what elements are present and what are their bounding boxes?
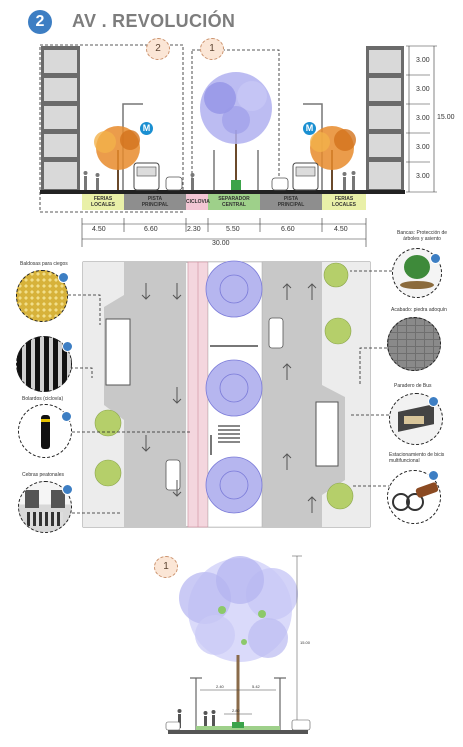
segment-label-separador: SEPARADOR CENTRAL	[218, 196, 250, 208]
width-label-2: 6.60	[144, 226, 158, 233]
elevation-dim-h2: 2.40	[216, 684, 224, 689]
width-label-4: 5.50	[226, 226, 240, 233]
label-bancas: Bancas: Protección de árboles y asiento	[396, 230, 448, 242]
plan-central-trees	[205, 260, 263, 514]
ground-line	[40, 190, 405, 194]
metro-logo-left: M	[140, 122, 153, 135]
marker-dot-paradero	[428, 396, 439, 407]
width-label-1: 4.50	[92, 226, 106, 233]
right-building	[366, 46, 404, 192]
elevation-car-right	[291, 719, 311, 731]
central-tree	[200, 72, 272, 190]
callout-1-elevation: 1	[154, 556, 178, 578]
plan-car-left	[165, 459, 181, 491]
marker-dot-baldosas	[58, 272, 69, 283]
plan-leader-lines	[63, 270, 392, 514]
callout-1: 1	[200, 38, 224, 60]
elevation-posts	[190, 677, 286, 730]
height-dimension	[406, 45, 437, 193]
band-ciclovia	[186, 194, 208, 210]
elevation-dim-h3: 2.80	[232, 708, 240, 713]
plan-direction-arrows	[141, 283, 317, 513]
segment-label-ferias-right: FERIAS LOCALES	[332, 196, 356, 208]
car-left	[165, 176, 183, 191]
band-pista-left	[124, 194, 186, 210]
band-pista-right	[260, 194, 322, 210]
elevation-car-left	[165, 721, 181, 731]
left-building	[41, 46, 80, 192]
label-acabado: Acabado: piedra adoquín	[391, 307, 447, 313]
street-plan-view	[63, 260, 392, 528]
marker-dot-bancas	[430, 253, 441, 264]
total-width-label: 30.00	[212, 240, 230, 247]
width-dimension	[81, 218, 367, 247]
width-label-3: 2.30	[187, 226, 201, 233]
car-right	[271, 177, 289, 191]
zone-frame-2	[39, 44, 184, 213]
elevation-dim-h1: 5.42	[252, 684, 260, 689]
width-label-6: 4.50	[334, 226, 348, 233]
height-label-2: 3.00	[416, 86, 430, 93]
bus-right	[292, 162, 319, 191]
elevation-dim-vertical: 15.00	[300, 640, 311, 645]
marker-dot-stripes	[62, 341, 73, 352]
plan-car-right	[268, 317, 284, 349]
bubble-tree-bench	[392, 248, 442, 298]
metro-logo-right: M	[303, 122, 316, 135]
marker-dot-crosswalk	[62, 484, 73, 495]
label-bolardos: Bolardos (ciclovía)	[22, 396, 64, 402]
elevation-dimensions	[200, 555, 302, 731]
segment-label-ferias-left: FERIAS LOCALES	[91, 196, 115, 208]
segment-label-pista-left: PISTA PRINCIPAL	[141, 196, 169, 208]
plan-crosswalk	[218, 425, 240, 443]
height-label-1: 3.00	[416, 57, 430, 64]
tree-icon	[404, 255, 430, 279]
elevation-canopy	[179, 556, 298, 662]
height-label-3: 3.00	[416, 115, 430, 122]
bus-left	[133, 162, 160, 191]
plan-bus-left	[105, 318, 131, 386]
label-paradero: Paradero de Bus	[394, 383, 432, 389]
segment-label-ciclovia: CICLOVIA	[186, 199, 210, 205]
ficus-tree-right	[310, 126, 356, 190]
label-cebras: Cebras peatonales	[22, 472, 64, 478]
plan-pista-right	[262, 262, 322, 527]
plan-benches	[210, 345, 258, 455]
page-title: AV . REVOLUCIÓN	[72, 11, 236, 31]
plan-sidewalk-trees	[94, 262, 354, 510]
bubble-stone-paving	[387, 317, 441, 371]
total-height-label: 15.00	[437, 114, 455, 121]
bollard-icon	[41, 415, 50, 449]
street-cross-section	[39, 44, 437, 247]
pedestrians	[83, 171, 356, 190]
label-baldosas: Baldosas para ciegos	[20, 261, 68, 267]
plan-bus-right	[315, 401, 339, 467]
band-ferias-right	[322, 194, 366, 210]
marker-dot-bollard	[61, 411, 72, 422]
width-label-5: 6.60	[281, 226, 295, 233]
tree-elevation	[165, 555, 311, 734]
marker-dot-bicis	[428, 470, 439, 481]
elevation-pedestrians	[177, 709, 216, 728]
elevation-ground	[168, 730, 308, 734]
ficus-tree-left	[94, 126, 140, 190]
band-ferias-left	[82, 194, 124, 210]
segment-label-pista-right: PISTA PRINCIPAL	[277, 196, 305, 208]
height-label-4: 3.00	[416, 144, 430, 151]
label-estacionamiento: Estacionamiento de bicis multifuncional	[389, 452, 445, 464]
section-number-badge: 2	[28, 10, 52, 34]
band-separador	[208, 194, 260, 210]
callout-2: 2	[146, 38, 170, 60]
height-label-5: 3.00	[416, 173, 430, 180]
